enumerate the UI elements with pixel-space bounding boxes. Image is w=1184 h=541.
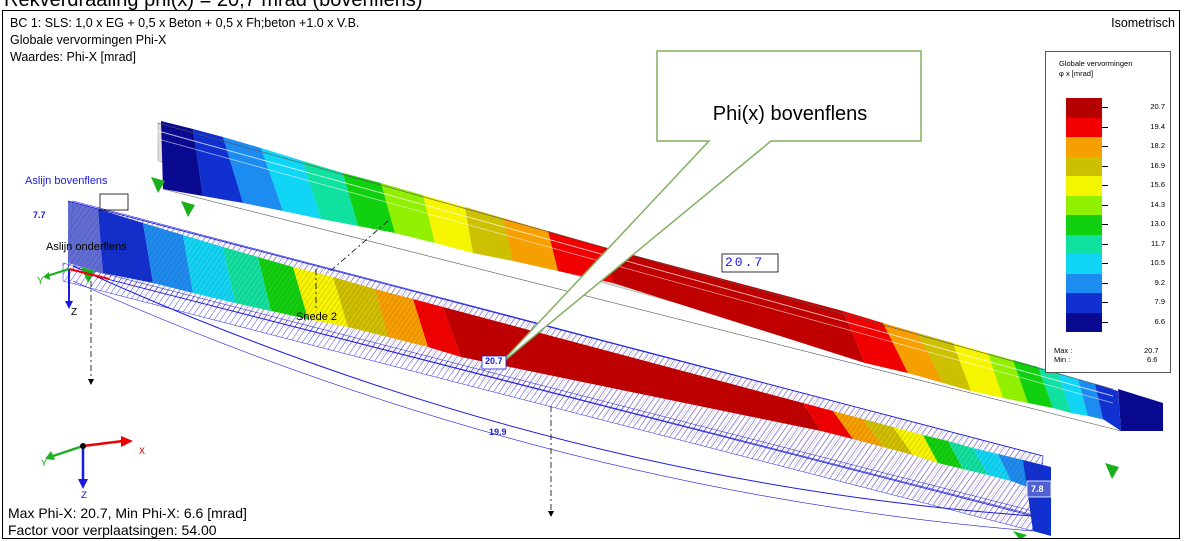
values-label: Waardes: Phi-X [mrad] (10, 50, 136, 64)
legend-tick-line (1102, 224, 1108, 225)
legend-tick-line (1102, 204, 1108, 206)
legend-color-bar (1066, 234, 1102, 254)
page-title: Rekverdraaiing phi(x) = 20,7 mrad (boven… (4, 0, 423, 11)
legend-tick-label: 13.0 (1150, 219, 1165, 228)
legend-tick-label: 6.6 (1154, 316, 1165, 326)
legend-color-bar (1066, 254, 1102, 274)
legend-tick-line (1102, 243, 1108, 245)
legend-tick-line (1102, 321, 1108, 323)
beam-rendering (43, 50, 1163, 538)
legend-tick-line (1102, 126, 1108, 128)
supports (81, 177, 1119, 538)
top-flange-axis-label: Aslijn bovenflens (25, 175, 108, 187)
legend-color-bar (1066, 273, 1102, 293)
beam-z-label: Z (71, 307, 78, 318)
legend-tick-line (1102, 282, 1108, 284)
bottom-flange-axis-label: Aslijn onderflens (46, 241, 127, 253)
legend-tick-label: 11.7 (1150, 238, 1165, 248)
callout-shape (497, 50, 922, 367)
legend-tick-line (1102, 165, 1108, 167)
view-mode-label: Isometrisch (1111, 16, 1175, 30)
color-legend: Globale vervormingen φ x [mrad] 20.7 19.4… (1045, 51, 1171, 373)
legend-tick-label: 7.9 (1154, 297, 1165, 306)
legend-tick-label: 10.5 (1150, 258, 1165, 267)
legend-max-label: Max : (1054, 346, 1073, 355)
legend-title: Globale vervormingen (1059, 59, 1133, 68)
legend-color-bar (1066, 137, 1102, 157)
peak-value-label: 20.7 (485, 356, 503, 366)
legend-color-bar (1066, 293, 1102, 313)
front-beam (62, 193, 1051, 536)
legend-tick-line (1102, 185, 1108, 186)
legend-tick-line (1102, 263, 1108, 264)
triad-z-label: Z (81, 491, 88, 502)
extremes-label: Max Phi-X: 20.7, Min Phi-X: 6.6 [mrad] (8, 505, 247, 521)
triad-y-label: Y (41, 459, 48, 470)
legend-color-bar (1066, 98, 1102, 118)
load-case-label: BC 1: SLS: 1,0 x EG + 0,5 x Beton + 0,5 … (10, 16, 360, 30)
legend-color-bar (1066, 312, 1102, 332)
legend-tick-line (1102, 146, 1108, 147)
legend-tick-line (1102, 107, 1108, 108)
legend-color-bar (1066, 195, 1102, 215)
callout-text: Phi(x) bovenflens (712, 103, 868, 125)
legend-tick-label: 15.6 (1150, 180, 1165, 189)
legend-tick-label: 18.2 (1150, 141, 1165, 150)
mid-value-label: 19.9 (489, 427, 507, 437)
right-value-label: 7.8 (1031, 484, 1044, 494)
beam-y-label: Y (37, 276, 44, 287)
legend-tick-label: 20.7 (1150, 102, 1165, 111)
legend-tick-line (1102, 302, 1108, 303)
legend-color-bar (1066, 117, 1102, 137)
section-label: Snede 2 (296, 311, 337, 323)
result-type-label: Globale vervormingen Phi-X (10, 33, 167, 47)
legend-tick-label: 16.9 (1150, 160, 1165, 170)
legend-tick-label: 19.4 (1150, 121, 1165, 131)
peak-value-box-text: 20.7 (725, 255, 765, 270)
legend-color-bar (1066, 215, 1102, 235)
back-beam (157, 121, 1163, 432)
section-lines (90, 220, 552, 511)
scale-factor-label: Factor voor verplaatsingen: 54.00 (8, 522, 217, 538)
legend-color-bar (1066, 176, 1102, 196)
legend-color-bar (1066, 156, 1102, 176)
legend-tick-label: 9.2 (1154, 277, 1165, 287)
global-axis-triad (45, 436, 133, 489)
model-viewport[interactable]: BC 1: SLS: 1,0 x EG + 0,5 x Beton + 0,5 … (2, 10, 1180, 539)
beam-local-axes (43, 268, 110, 309)
legend-max-value: 20.7 (1144, 346, 1159, 355)
legend-min-value: 6.6 (1147, 355, 1158, 364)
legend-unit: φ x [mrad] (1059, 69, 1094, 78)
triad-x-label: X (139, 447, 146, 458)
legend-tick-label: 14.3 (1150, 199, 1165, 209)
legend-min-label: Min : (1054, 355, 1071, 364)
value-left: 7.7 (33, 210, 46, 220)
peak-value-box (721, 253, 779, 273)
